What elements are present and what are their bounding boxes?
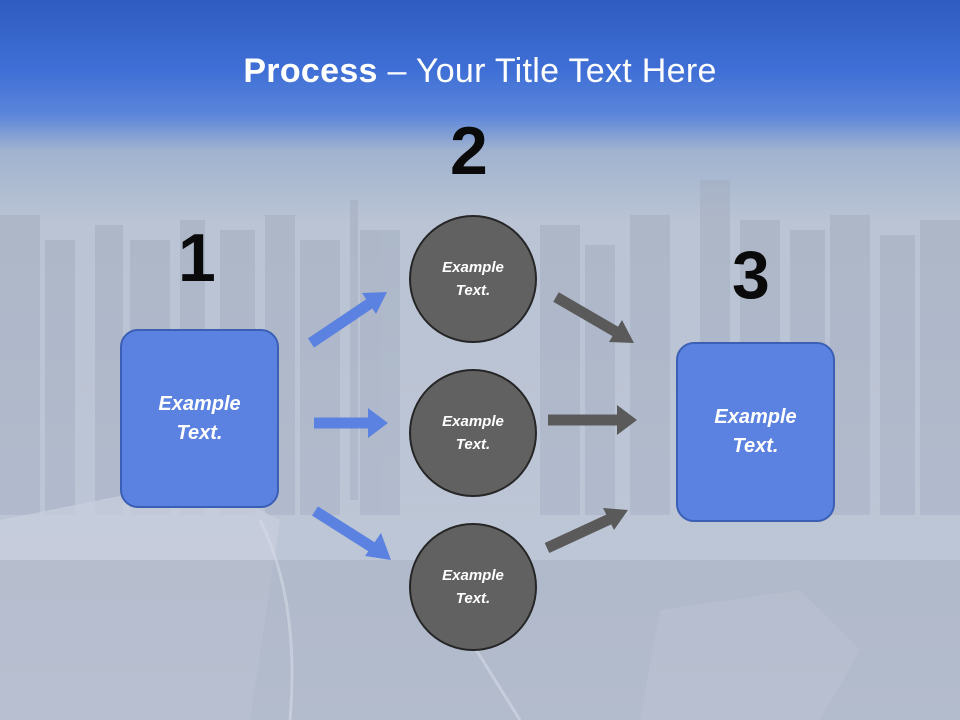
arrow-1-to-top [307, 292, 387, 348]
step-3-box: Example Text. [676, 342, 835, 522]
slide-title: Process – Your Title Text Here [0, 52, 960, 91]
arrow-1-to-middle [314, 408, 388, 438]
arrow-bottom-to-3 [544, 508, 628, 553]
title-rest: Your Title Text Here [415, 52, 717, 90]
step-2-circle-bottom: Example Text. [409, 523, 537, 651]
arrow-top-to-3 [553, 292, 634, 343]
title-bold: Process [243, 52, 378, 90]
step-number-3: 3 [732, 237, 770, 313]
step-2-circle-top: Example Text. [409, 215, 537, 343]
title-dash: – [377, 52, 416, 90]
arrow-middle-to-3 [548, 405, 637, 435]
arrow-1-to-bottom [312, 506, 391, 560]
step-2-circle-middle: Example Text. [409, 369, 537, 497]
step-1-box: Example Text. [120, 329, 279, 508]
step-number-1: 1 [178, 220, 216, 296]
step-number-2: 2 [450, 113, 488, 189]
